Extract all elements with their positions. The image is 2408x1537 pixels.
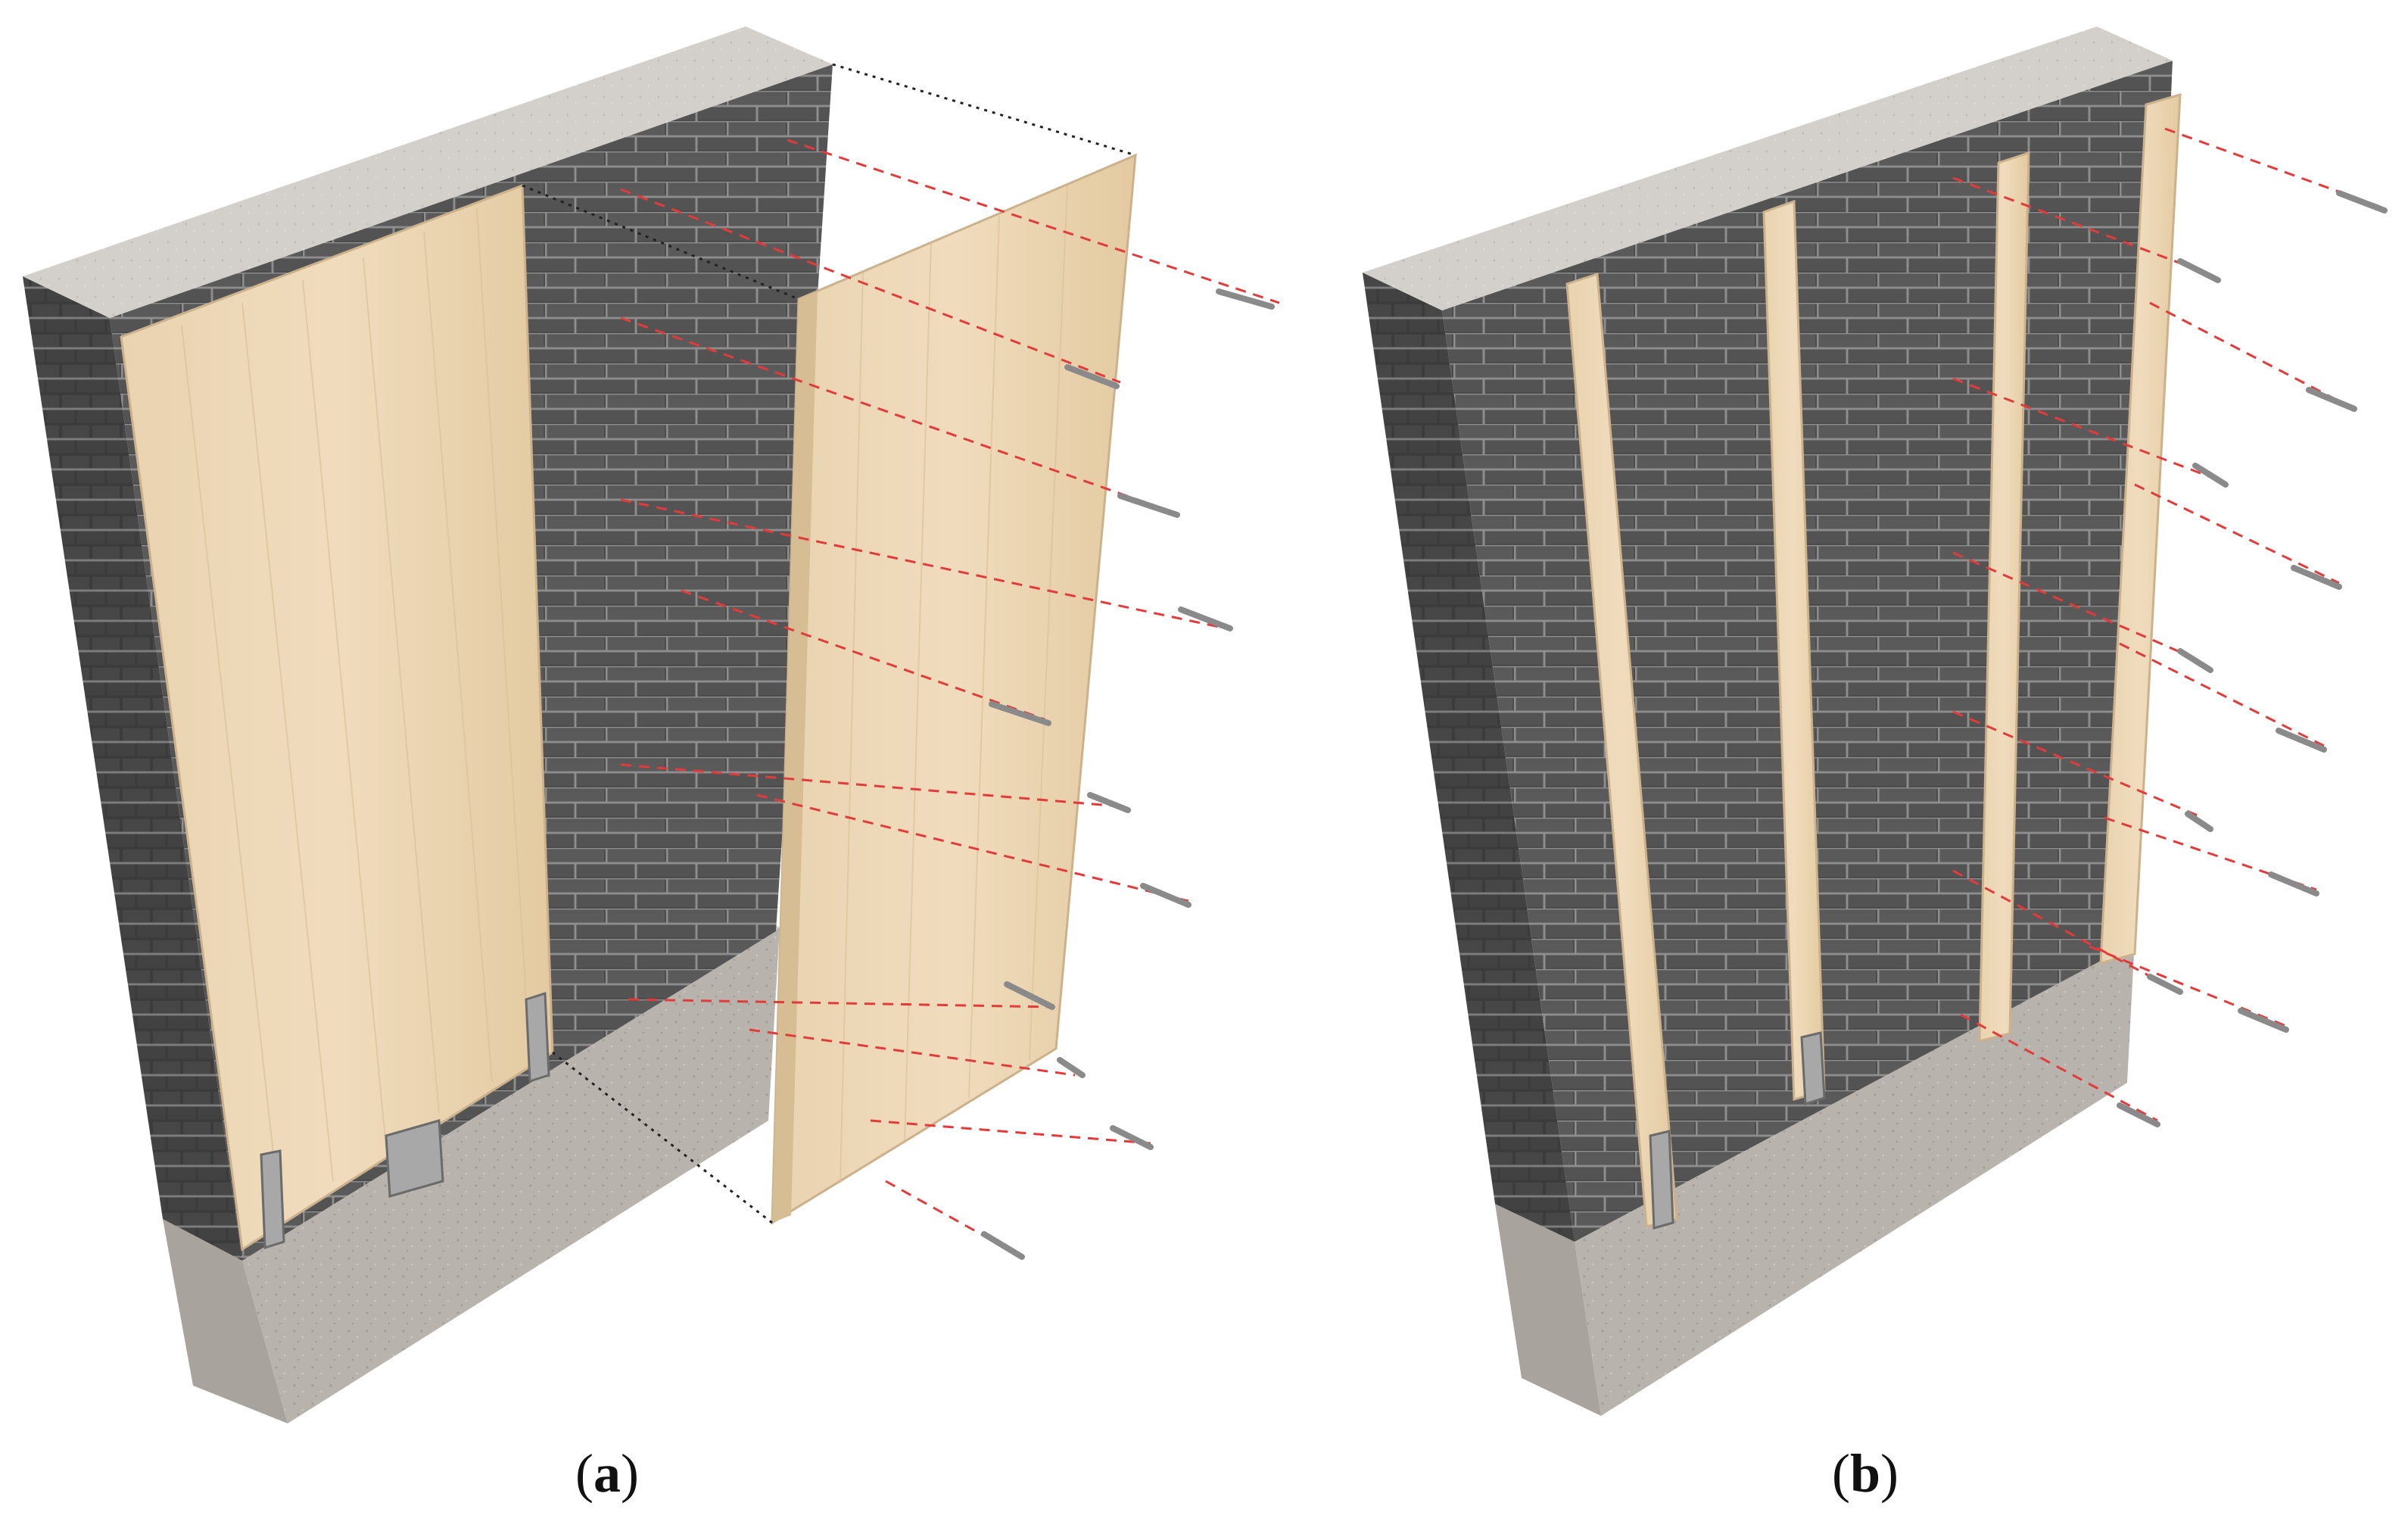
caption-a-close: ) <box>620 1443 639 1504</box>
projection-lines <box>522 63 1136 1224</box>
caption-b-close: ) <box>1880 1443 1899 1504</box>
caption-b-label: b <box>1849 1443 1881 1504</box>
clt-detached-grain <box>840 185 1068 1182</box>
screw-icons-b <box>2117 190 2388 1127</box>
caption-a-label: a <box>593 1443 621 1504</box>
wall-top-face-b <box>1363 26 2173 310</box>
panel-b-diagram <box>1363 26 2388 1416</box>
wall-side-face-b <box>1363 273 1575 1242</box>
foundation-face-b <box>1575 939 2135 1416</box>
wall-side-face <box>23 276 242 1261</box>
panel-a-diagram <box>23 26 1280 1423</box>
steel-angle-brackets <box>260 991 550 1250</box>
anchor-guide-lines <box>620 139 1280 1258</box>
wall-top-face <box>23 26 833 318</box>
caption-a-open: ( <box>575 1443 593 1504</box>
clt-panel-detached-edge <box>772 292 818 1223</box>
foundation-front-b <box>1495 1204 1601 1416</box>
foundation-front <box>163 1219 288 1423</box>
caption-b: (b) <box>1832 1442 1899 1505</box>
timber-battens <box>1565 92 2182 1228</box>
caption-a: (a) <box>575 1442 639 1505</box>
caption-b-open: ( <box>1832 1443 1850 1504</box>
steel-brackets-b <box>1649 1031 1826 1230</box>
clt-panel-grain <box>181 207 531 1216</box>
screw-icons-a <box>981 288 1275 1260</box>
clt-panel-detached <box>771 153 1137 1225</box>
foundation-face <box>242 928 780 1423</box>
